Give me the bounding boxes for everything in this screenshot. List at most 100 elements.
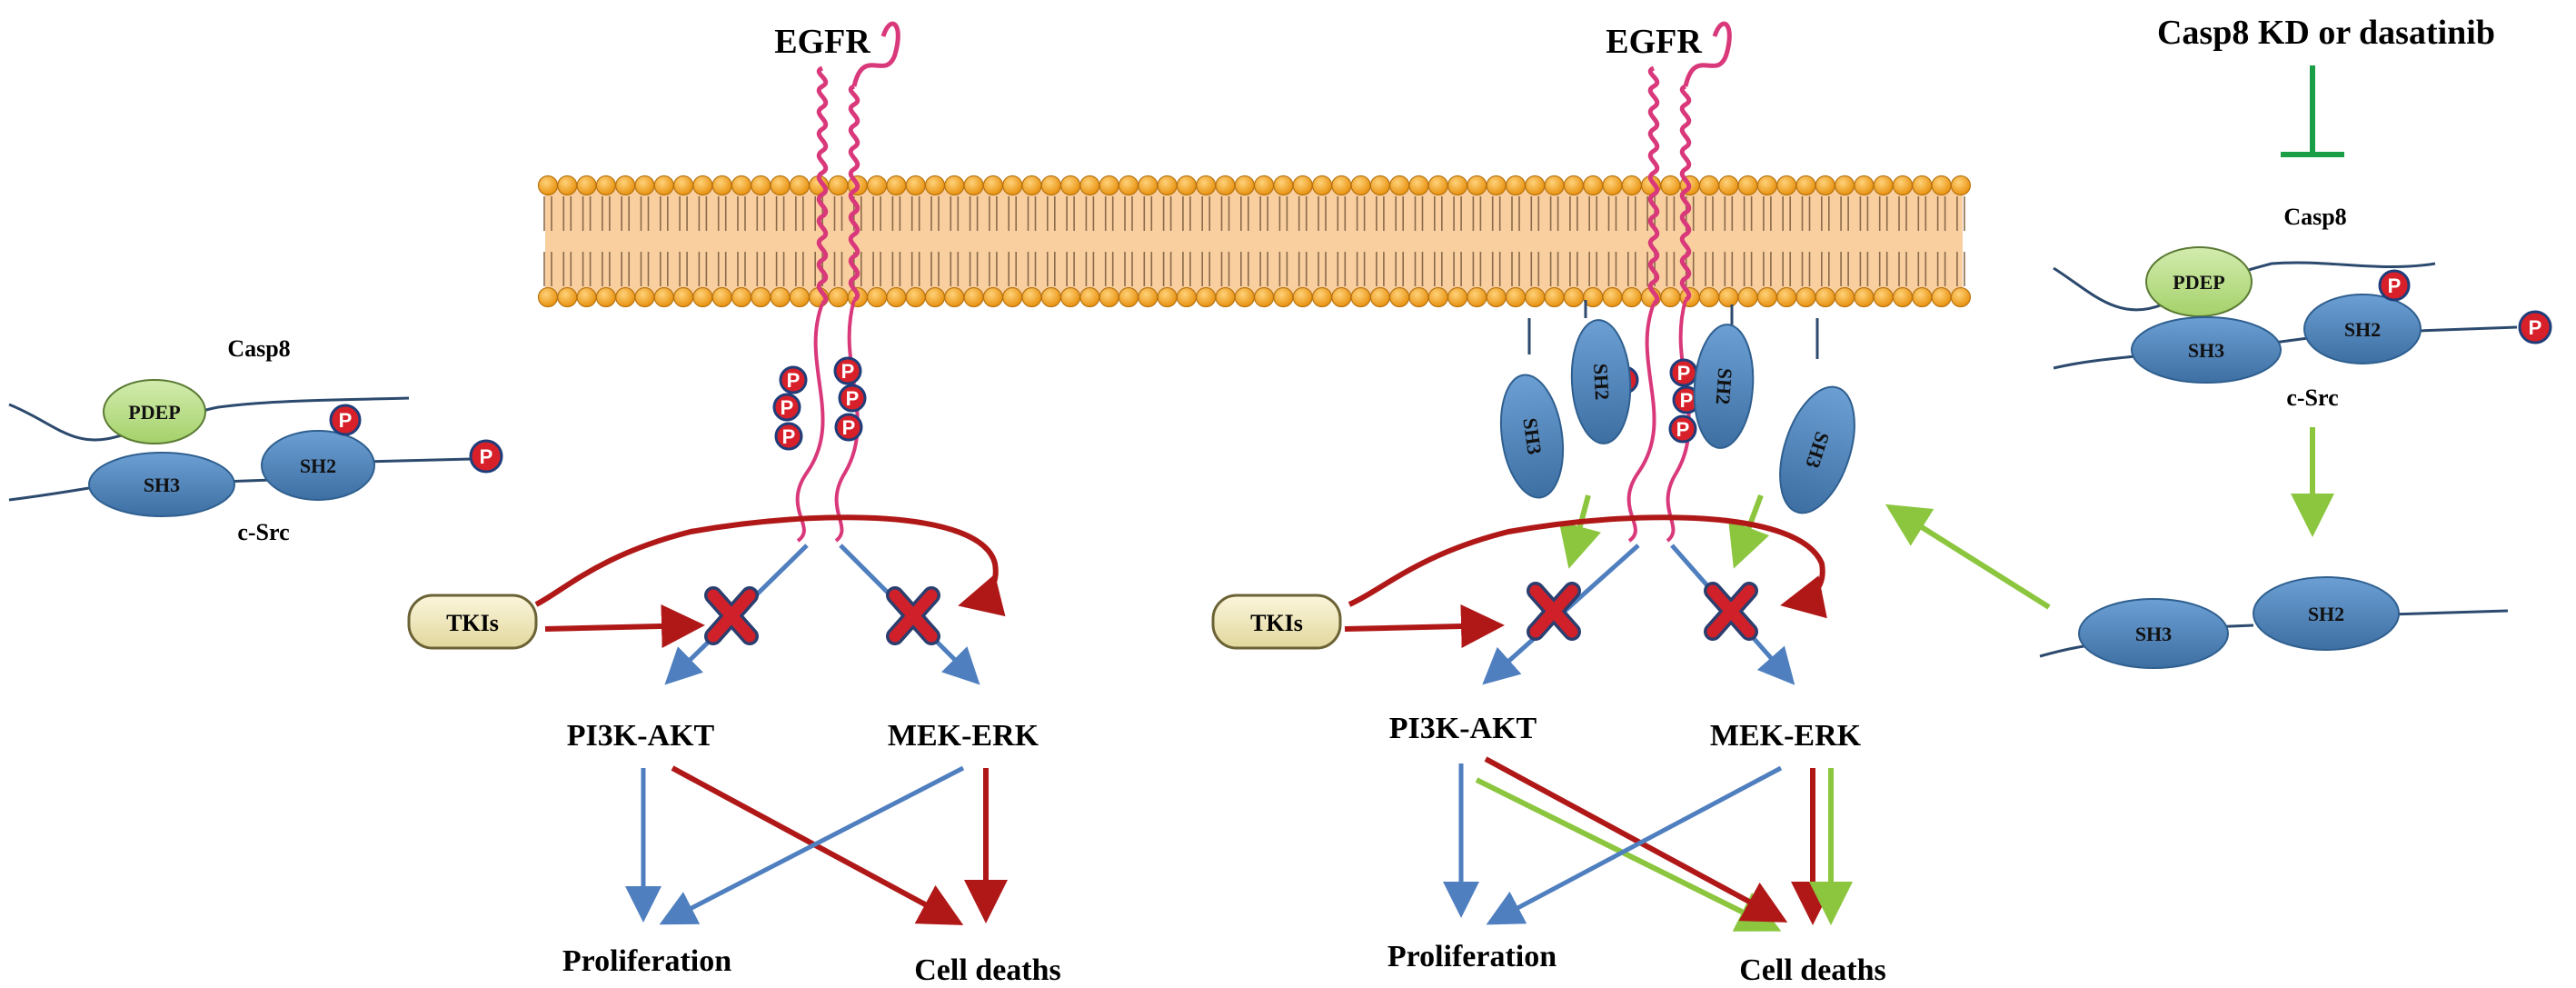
lipid-heads: [537, 175, 1971, 308]
lipid-head: [886, 286, 907, 308]
lipid-head: [944, 175, 965, 196]
svg-text:SH3: SH3: [1518, 416, 1546, 455]
svg-text:P: P: [782, 425, 796, 448]
lipid-head: [653, 286, 674, 308]
lipid-head: [1815, 286, 1835, 308]
phospho-icon: P: [469, 439, 503, 474]
lipid-head: [1931, 175, 1952, 196]
svg-text:P: P: [787, 369, 801, 392]
egfr-helix-right-a: [1647, 65, 1660, 306]
egfr-phospho-sites-left: P P P P P P: [772, 356, 867, 451]
lipid-head: [731, 286, 752, 308]
sh3-label: SH3: [144, 474, 180, 496]
lipid-head: [1002, 286, 1023, 308]
lipid-head: [789, 286, 811, 308]
lipid-head: [1447, 175, 1468, 196]
egfr-label-left: EGFR: [774, 23, 870, 61]
pathway-pi3k-left: PI3K-AKT: [567, 719, 715, 753]
green-arrow-domain-b: [1728, 494, 1770, 569]
lipid-head: [1795, 175, 1816, 196]
lipid-head: [1427, 175, 1448, 196]
lipid-head: [711, 286, 732, 308]
egfr-label-right: EGFR: [1606, 23, 1702, 61]
lipid-head: [1854, 175, 1875, 196]
lipid-head: [1176, 286, 1198, 308]
lipid-head: [963, 175, 984, 196]
lipid-head: [557, 286, 578, 308]
svg-text:P: P: [842, 416, 856, 439]
sh2-domain-free: [2253, 576, 2400, 651]
lipid-head: [634, 175, 655, 196]
lipid-head: [924, 286, 946, 308]
lipid-head: [1544, 286, 1565, 308]
lipid-head: [1138, 175, 1159, 196]
lipid-head: [692, 175, 713, 196]
lipid-head: [1408, 175, 1429, 196]
lipid-head: [1253, 175, 1275, 196]
lipid-head: [1698, 175, 1720, 196]
lipid-head: [576, 175, 597, 196]
lipid-head: [672, 286, 694, 308]
lipid-head: [1311, 175, 1333, 196]
lipid-head: [1756, 175, 1778, 196]
csrc-label-left: c-Src: [237, 519, 289, 545]
lipid-head: [1118, 175, 1139, 196]
lipid-head: [1892, 175, 1914, 196]
lipid-head: [1059, 286, 1081, 308]
svg-text:P: P: [1677, 362, 1691, 384]
block-cross-icon: [1704, 582, 1758, 641]
lipid-head: [1389, 286, 1410, 308]
svg-text:TKIs: TKIs: [1250, 610, 1303, 636]
svg-text:P: P: [846, 387, 860, 410]
arrow-pi3k-celldeath-red-right: [1484, 756, 1788, 923]
lipid-head: [1311, 286, 1333, 308]
sh3-domain-membrane-a: SH3: [1499, 374, 1565, 499]
lipid-head: [1815, 175, 1835, 196]
green-arrow-domain-a: [1558, 494, 1602, 569]
csrc-label-right: c-Src: [2286, 384, 2338, 411]
lipid-head: [1040, 175, 1061, 196]
lipid-head: [731, 175, 752, 196]
lipid-head: [1660, 175, 1681, 196]
lipid-head: [672, 175, 694, 196]
membrane-src-domains: SH3 SH2 SH2 SH3: [1499, 300, 1855, 514]
egfr-tail-left-a: [795, 303, 825, 543]
lipid-head: [653, 175, 674, 196]
lipid-head: [982, 175, 1004, 196]
lipid-head: [1350, 175, 1371, 196]
src-strand-right: [2053, 325, 2518, 370]
casp8-label-left: Casp8: [227, 335, 290, 362]
svg-text:P: P: [2388, 274, 2402, 297]
egfr-tail-right-a: [1626, 303, 1656, 543]
lipid-head: [1544, 175, 1565, 196]
phospho-icon: P: [774, 422, 803, 451]
lipid-head: [1389, 175, 1410, 196]
lipid-head: [1737, 286, 1758, 308]
lipid-head: [1273, 286, 1294, 308]
egfr-helix-right-b: [1679, 84, 1692, 303]
lipid-head: [1912, 175, 1933, 196]
lipid-head: [1215, 175, 1236, 196]
lipid-head: [1273, 175, 1294, 196]
arrow-mek-proliferation-right: [1486, 765, 1783, 925]
lipid-head: [1854, 286, 1875, 308]
sh3-domain: [88, 452, 235, 517]
inhibitor-bar-icon: [2281, 65, 2344, 157]
egfr-helix-left-a: [816, 65, 829, 306]
svg-text:SH2: SH2: [1712, 367, 1737, 405]
lipid-head: [1002, 175, 1023, 196]
lipid-head: [1099, 175, 1119, 196]
phospho-icon: P: [779, 365, 808, 394]
lipid-head: [1331, 286, 1352, 308]
lipid-head: [1331, 175, 1352, 196]
pathway-mek-left: MEK-ERK: [888, 719, 1039, 753]
phospho-icon: P: [1669, 358, 1698, 387]
lipid-head: [1621, 286, 1642, 308]
lipid-head: [1776, 286, 1797, 308]
lipid-head: [905, 175, 926, 196]
phospho-icon: P: [834, 413, 863, 442]
lipid-head: [1912, 286, 1933, 308]
egfr-extracellular-loop-left: [851, 21, 900, 87]
lipid-head: [982, 286, 1004, 308]
lipid-head: [1408, 286, 1429, 308]
